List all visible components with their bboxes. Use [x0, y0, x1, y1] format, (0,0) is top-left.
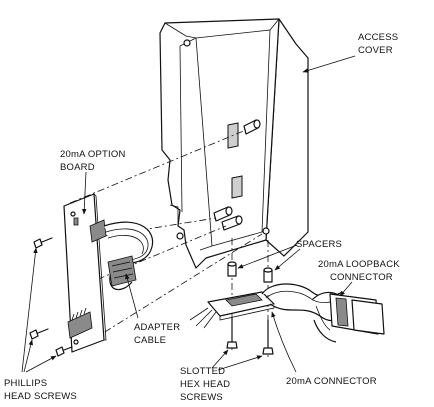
slotted-hex-screws [226, 317, 274, 355]
hex-screw-1 [226, 317, 238, 349]
option-board-arrow [82, 171, 87, 215]
adapter-cable-label-line1: ADAPTER [134, 322, 180, 333]
spacers-arrow-1 [237, 244, 298, 269]
phillips-screw-2 [29, 328, 49, 340]
spacer-1 [227, 261, 237, 277]
phillips-screw-1 [33, 237, 53, 249]
phillips-head-screws [29, 237, 73, 357]
slotted-screws-label-line1: SLOTTED [180, 366, 225, 377]
spacers-label: SPACERS [296, 239, 342, 250]
slotted-screws-label-line2: HEX HEAD [180, 379, 230, 390]
access-cover-label-line2: COVER [358, 45, 393, 56]
phillips-screw-3 [55, 346, 73, 357]
adapter-cable-arrow [125, 273, 139, 319]
loopback-connector [311, 291, 385, 343]
spacer-2 [263, 267, 273, 283]
option-board-label-line1: 20mA OPTION [60, 149, 126, 160]
spacers [227, 261, 273, 283]
option-board [63, 193, 107, 353]
spacers-arrow-2 [274, 248, 301, 271]
phillips-screws-label-line2: HEAD SCREWS [4, 391, 77, 402]
phillips-leader-lines [21, 247, 57, 373]
access-cover [159, 18, 309, 269]
option-board-label-line2: BOARD [60, 162, 95, 173]
access-cover-arrow [302, 55, 356, 73]
connector-arrow [271, 311, 297, 373]
labels: ACCESS COVER 20mA OPTION BOARD SPACERS 2… [4, 32, 400, 403]
access-cover-label-line1: ACCESS [358, 32, 398, 43]
loopback-label-line2: CONNECTOR [330, 272, 393, 283]
slotted-arrow-2 [217, 355, 263, 371]
adapter-cable [103, 221, 154, 291]
adapter-cable-label-line2: CABLE [134, 335, 166, 346]
slotted-arrow-1 [211, 349, 229, 369]
slotted-screws-label-line3: SCREWS [180, 392, 223, 403]
loopback-label-line1: 20mA LOOPBACK [318, 259, 400, 270]
phillips-screws-label-line1: PHILLIPS [4, 378, 47, 389]
connector-label: 20mA CONNECTOR [286, 376, 377, 387]
hex-screw-2 [262, 319, 274, 355]
loopback-arrow [339, 281, 353, 297]
